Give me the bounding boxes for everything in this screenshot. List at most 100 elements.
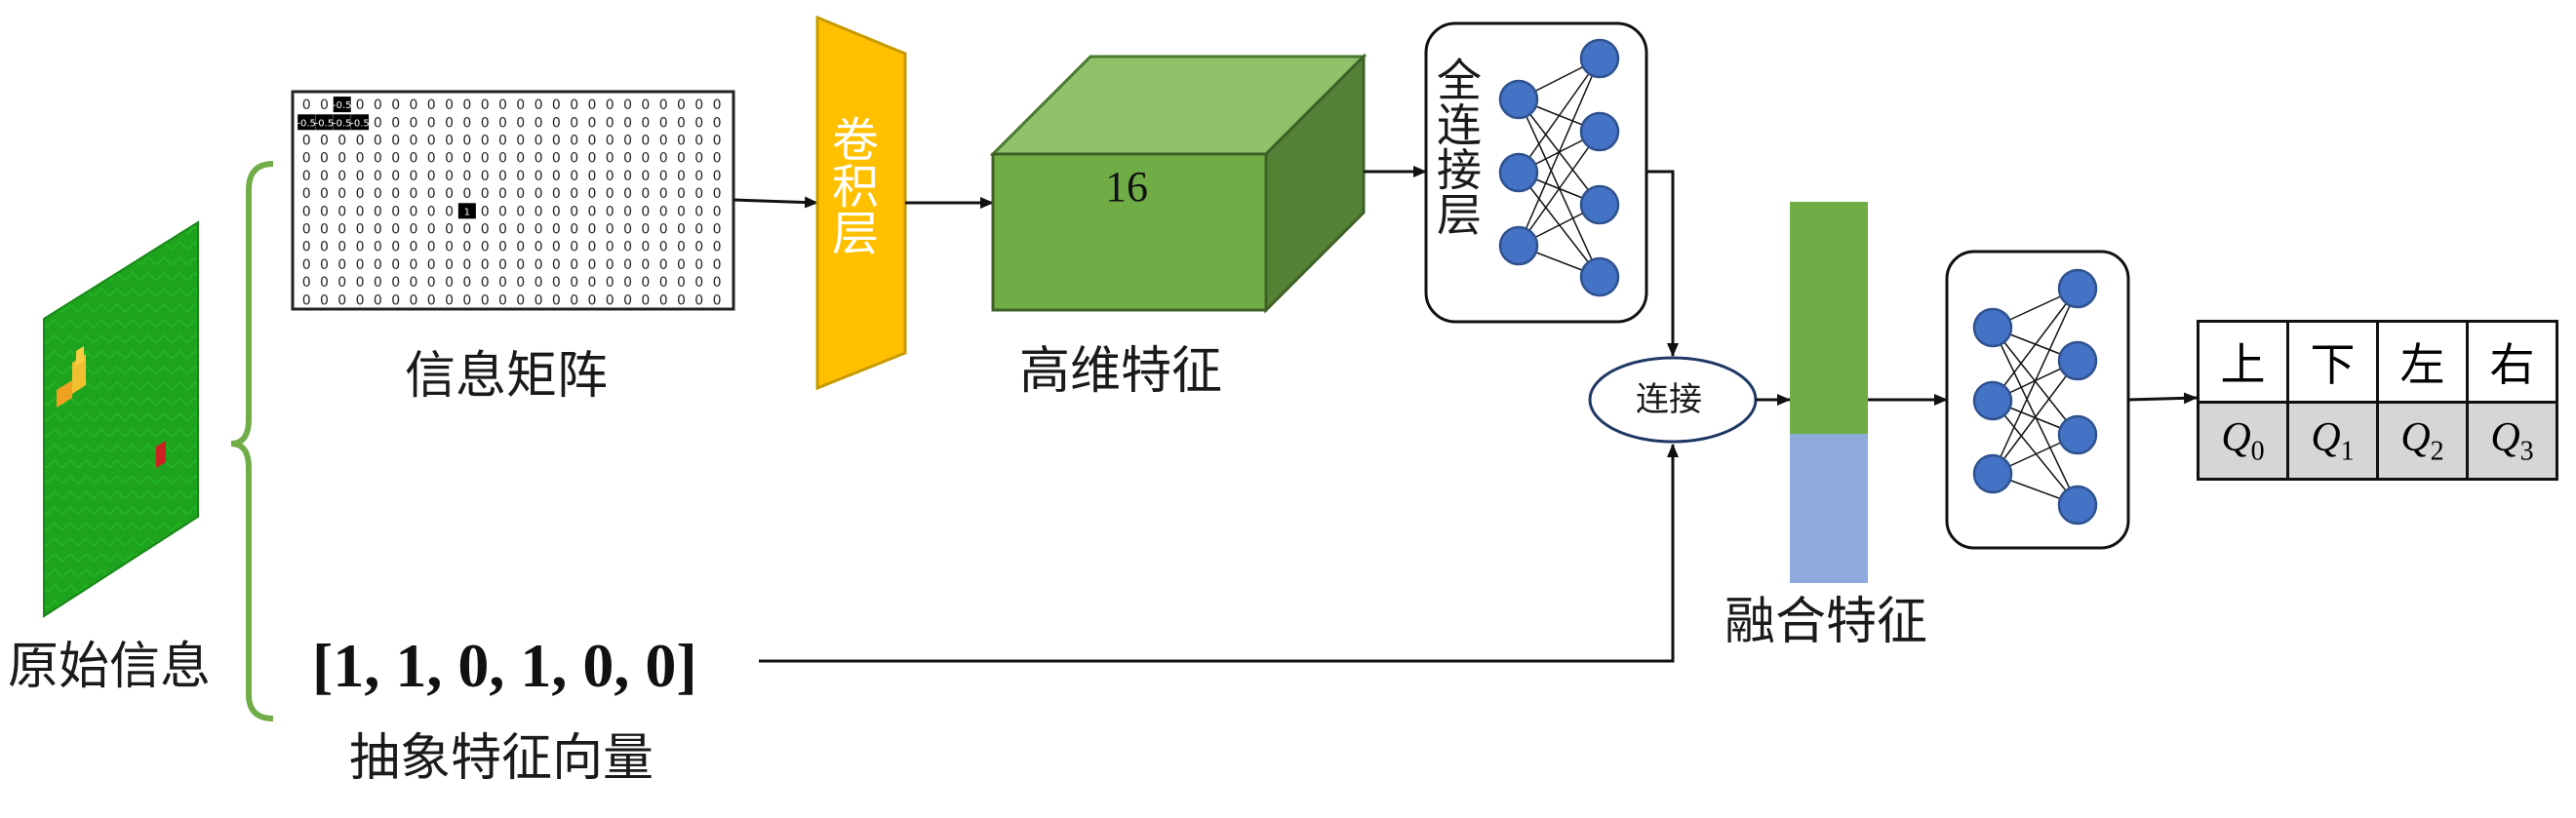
q-value-1: Q1	[2286, 401, 2379, 481]
matrix-cell-value: 0	[356, 204, 365, 219]
matrix-cell-value: 0	[570, 222, 578, 238]
matrix-cell-value: 0	[320, 97, 329, 113]
matrix-cell-value: 0	[641, 186, 650, 202]
matrix-cell-value: 0	[462, 257, 471, 273]
matrix-cell-value: 0	[498, 240, 507, 255]
matrix-cell-value: 0	[481, 292, 490, 308]
matrix-cell-value: 0	[320, 292, 329, 308]
matrix-cell-value: 0	[535, 222, 543, 238]
matrix-cell-value: 0	[302, 292, 311, 308]
matrix-cell-value: 0	[606, 134, 614, 149]
matrix-cell-value: 0	[535, 204, 543, 219]
matrix-cell-value: 0	[302, 257, 311, 273]
info-matrix-label: 信息矩阵	[405, 347, 609, 406]
matrix-cell-value: 0	[337, 134, 346, 149]
action-header-row: 上 下 左 右	[2197, 320, 2558, 404]
matrix-cell-value: 0	[552, 204, 561, 219]
matrix-cell-value: 0	[445, 292, 454, 308]
matrix-cell-value: 0	[356, 169, 365, 184]
matrix-cell-value: 0	[391, 97, 400, 113]
matrix-cell-value: 0	[713, 97, 722, 113]
arrow-net-to-table	[2127, 392, 2198, 405]
matrix-cell-value: 0	[606, 257, 614, 273]
q-value-table: 上 下 左 右 Q0 Q1 Q2 Q3	[2197, 320, 2558, 481]
matrix-cell-value: 0	[320, 169, 329, 184]
matrix-cell-value: 0	[462, 275, 471, 291]
matrix-cell-value: 0	[462, 292, 471, 308]
matrix-cell-value: 0	[713, 169, 722, 184]
matrix-cell-value: 0	[374, 134, 382, 149]
matrix-cell-value: 0	[481, 186, 490, 202]
matrix-cell-value: 0	[713, 186, 722, 202]
matrix-cell-value: 0	[356, 240, 365, 255]
matrix-cell-value: 0	[713, 222, 722, 238]
matrix-cell-value: 0	[409, 275, 417, 291]
matrix-cell-value: 0	[374, 115, 382, 131]
matrix-cell-value: 0	[409, 292, 417, 308]
matrix-cell-value: 0	[409, 115, 417, 131]
matrix-cell-value: 0	[713, 240, 722, 255]
matrix-cell-value: 0	[427, 115, 436, 131]
matrix-cell-value: 0	[409, 222, 417, 238]
matrix-cell-value: 0	[427, 186, 436, 202]
matrix-cell-value: 0	[535, 151, 543, 167]
matrix-cell-value: 0	[302, 222, 311, 238]
matrix-cell-value: 0	[409, 97, 417, 113]
matrix-cell-value: 0	[302, 169, 311, 184]
matrix-cell-value: 0	[498, 115, 507, 131]
matrix-cell-value: 0	[606, 169, 614, 184]
matrix-cell-value: 0	[462, 134, 471, 149]
matrix-cell-value: 0	[356, 186, 365, 202]
matrix-cell-value: 0	[570, 240, 578, 255]
matrix-cell-value: 0	[374, 222, 382, 238]
matrix-cell-value: 0	[498, 275, 507, 291]
matrix-cell-value: 0	[516, 222, 525, 238]
net-edge	[1992, 400, 2079, 506]
matrix-cell-value: 0	[516, 115, 525, 131]
matrix-cell-value: 0	[606, 292, 614, 308]
matrix-cell-value: 0	[320, 275, 329, 291]
matrix-cell-value: 0	[391, 222, 400, 238]
matrix-cell-value: 0	[623, 204, 632, 219]
matrix-cell-value: 0	[587, 151, 596, 167]
matrix-cell-value: 0	[356, 275, 365, 291]
matrix-cell-value: 0	[587, 222, 596, 238]
neuron	[2057, 485, 2098, 526]
matrix-cell-value: 0	[409, 134, 417, 149]
matrix-cell-value: 0	[481, 275, 490, 291]
matrix-cell-value: -0.5	[333, 100, 352, 111]
matrix-cell-value: 0	[374, 186, 382, 202]
matrix-cell-value: 0	[391, 169, 400, 184]
matrix-cell-value: 0	[694, 134, 703, 149]
neuron	[1972, 380, 2013, 421]
matrix-cell-value: 1	[464, 207, 470, 217]
matrix-cell-value: 0	[606, 222, 614, 238]
matrix-cell-value: 0	[694, 275, 703, 291]
matrix-cell-value: 0	[535, 97, 543, 113]
net-edge	[1992, 288, 2079, 402]
matrix-cell-value: 0	[606, 151, 614, 167]
matrix-cell-value: 0	[677, 97, 686, 113]
matrix-cell-value: 0	[462, 169, 471, 184]
matrix-cell-value: 0	[623, 134, 632, 149]
matrix-cell-value: 0	[409, 257, 417, 273]
matrix-cell-highlight	[297, 114, 316, 131]
fc-network	[1498, 38, 1620, 297]
matrix-cell-value: 0	[302, 204, 311, 219]
matrix-cell-value: 0	[552, 186, 561, 202]
matrix-cell-value: 0	[462, 186, 471, 202]
matrix-cell-value: 0	[498, 151, 507, 167]
matrix-cell-value: 0	[481, 240, 490, 255]
matrix-cell-value: 0	[659, 186, 668, 202]
matrix-cell-value: 0	[445, 186, 454, 202]
matrix-cell-value: 0	[374, 169, 382, 184]
matrix-cell-value: 0	[427, 275, 436, 291]
matrix-cell-value: 0	[641, 169, 650, 184]
net-edge	[1518, 58, 1601, 174]
raw-info-label: 原始信息	[8, 638, 212, 696]
matrix-cell-value: 0	[659, 257, 668, 273]
matrix-cell-value: 0	[641, 151, 650, 167]
matrix-cell-value: 0	[535, 257, 543, 273]
matrix-cell-value: 0	[587, 275, 596, 291]
neuron	[1498, 79, 1539, 120]
